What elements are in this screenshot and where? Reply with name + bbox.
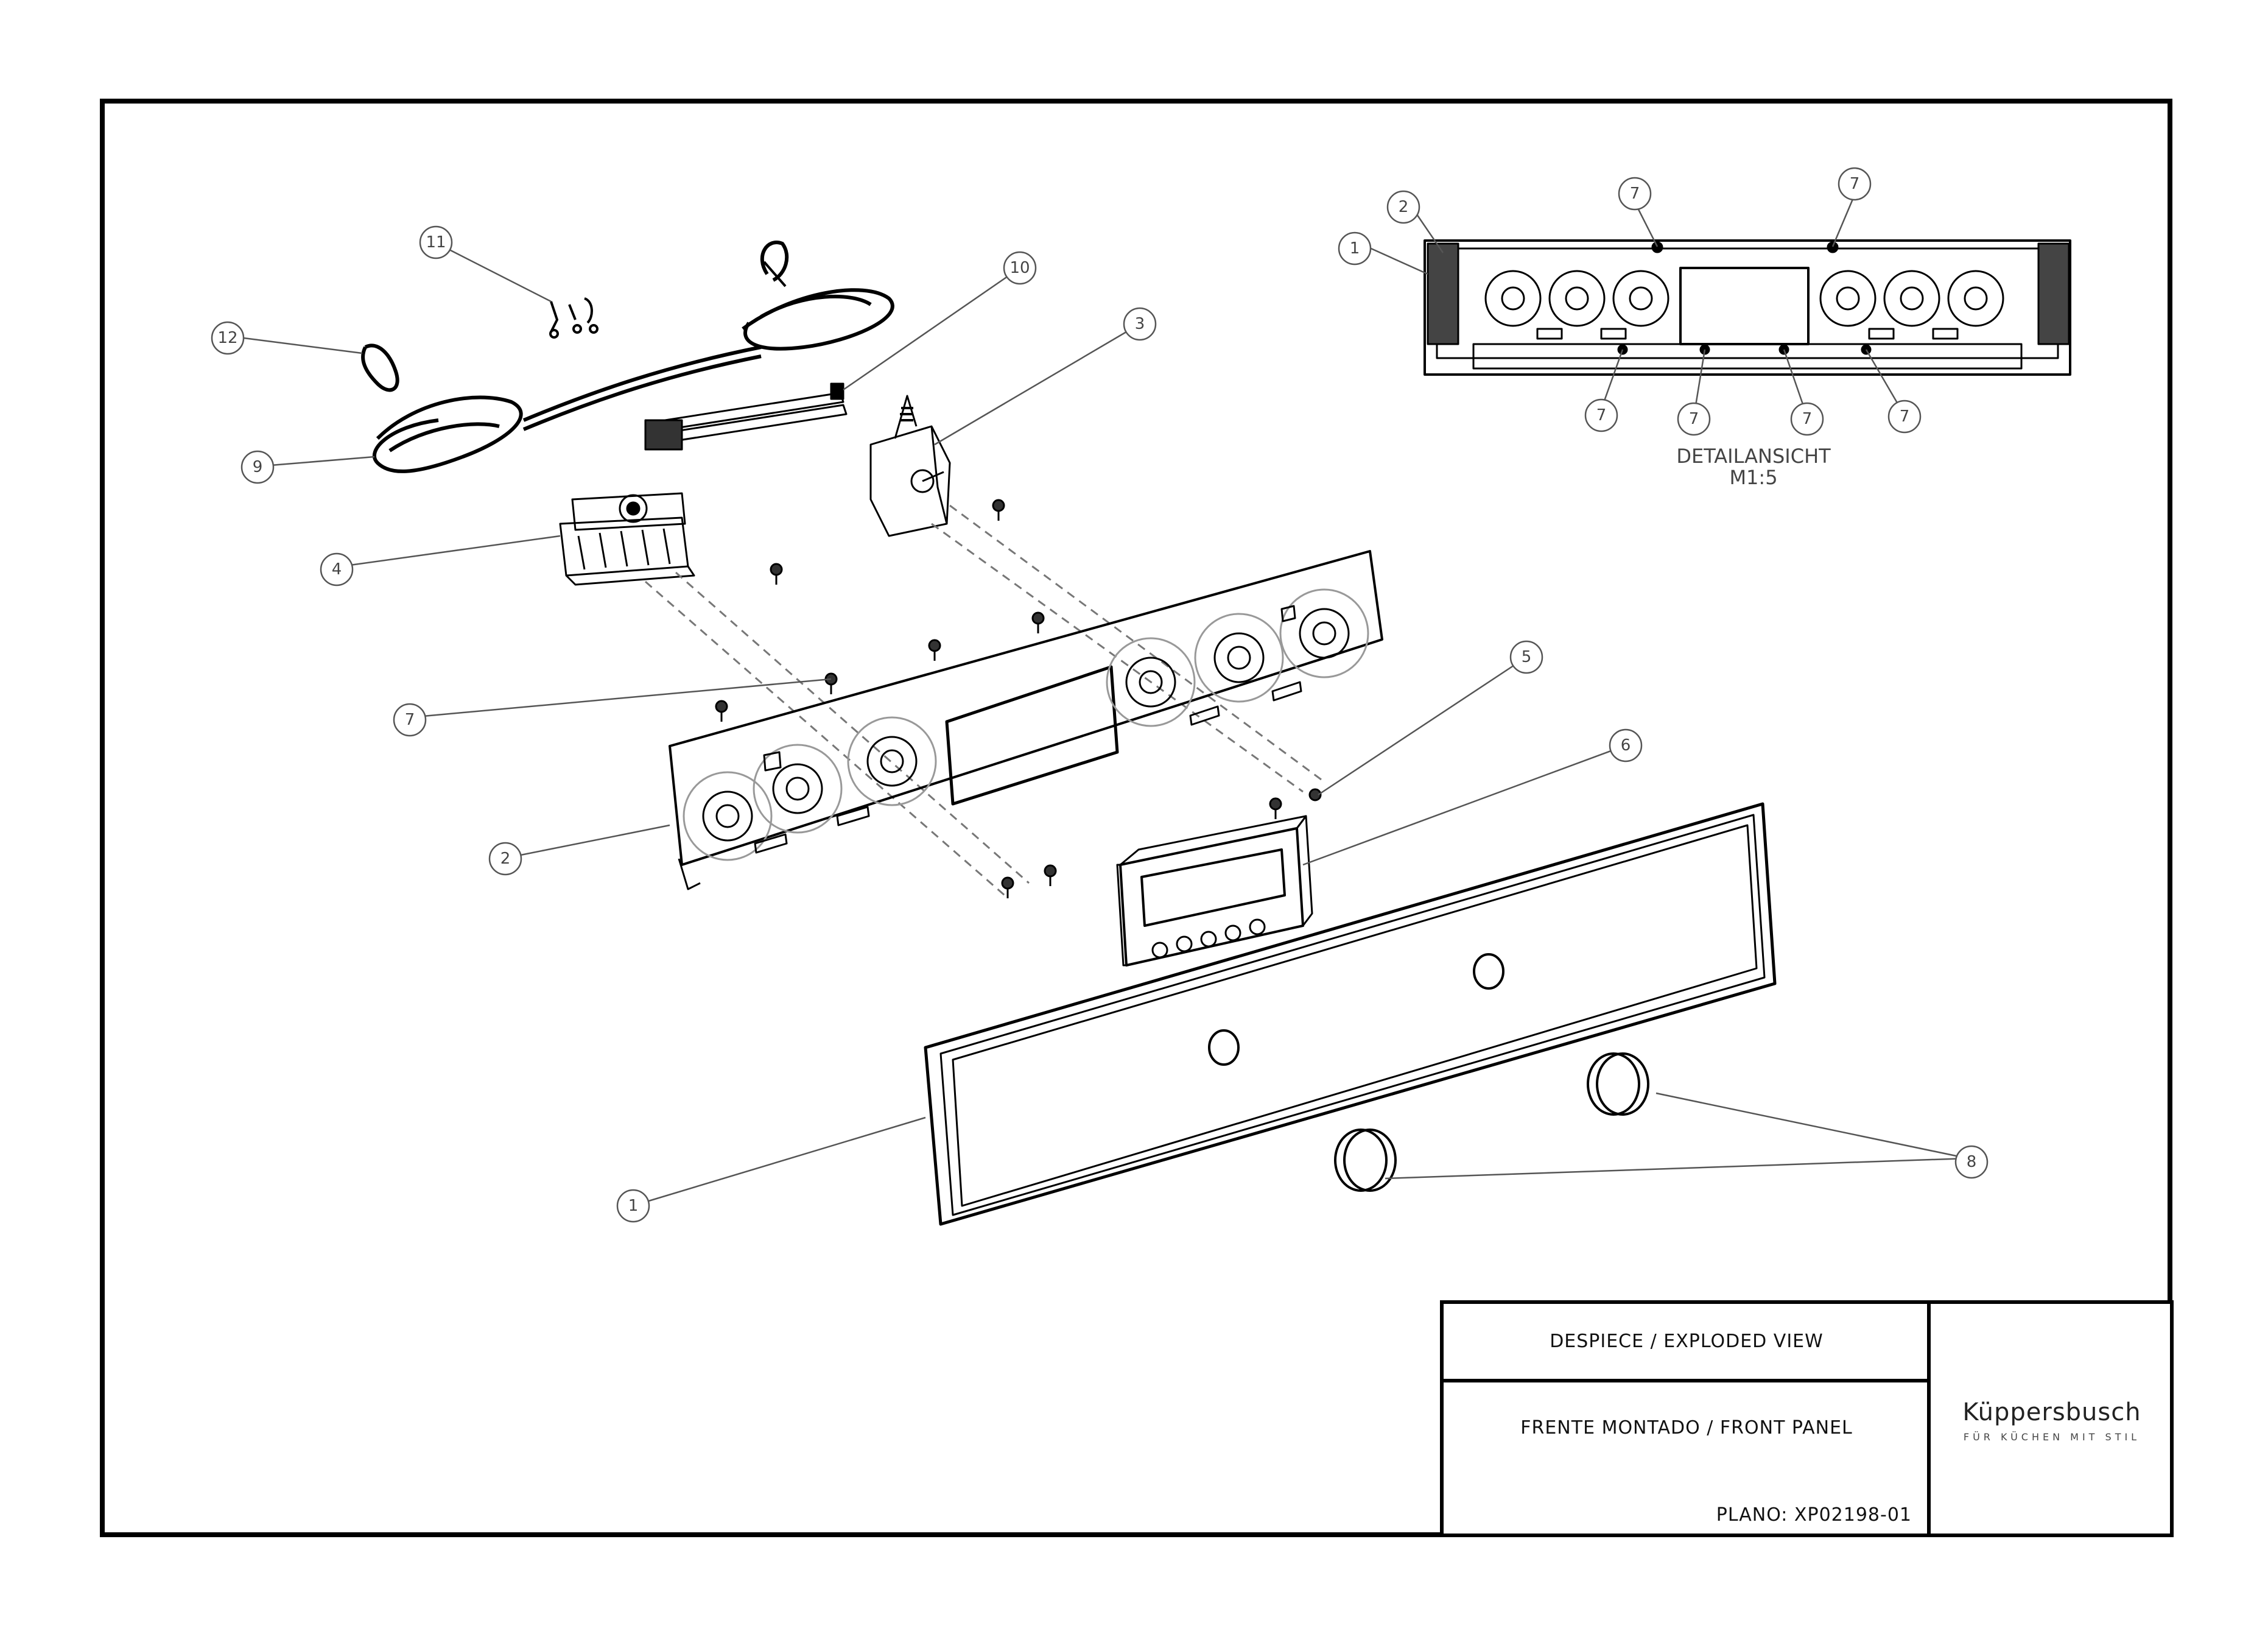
electronic-timer <box>1116 815 1313 967</box>
leader-lines <box>243 194 1968 1205</box>
drawing-number: PLANO: XP02198-01 <box>1716 1504 1912 1526</box>
brand-name: Küppersbusch <box>1962 1398 2141 1426</box>
detail-callout-7-b: 7 <box>1850 175 1860 193</box>
title-block-divider <box>1927 1300 1931 1537</box>
connector-clips <box>549 297 599 339</box>
callout-3-regulator: 3 <box>1135 315 1145 333</box>
detail-view-label: DETAILANSICHT <box>1676 445 1831 468</box>
callout-11-clips: 11 <box>426 233 446 252</box>
detail-callout-7-e: 7 <box>1802 410 1813 428</box>
control-knobs <box>1334 1052 1649 1192</box>
front-panel <box>924 802 1777 1226</box>
assembly-guide-lines <box>645 504 1322 896</box>
callout-12-connector: 12 <box>217 329 237 347</box>
detail-knob-holes <box>1484 270 2004 327</box>
detail-callout-2: 2 <box>1399 198 1409 216</box>
support-plate <box>669 550 1383 890</box>
detail-callout-1: 1 <box>1350 239 1360 258</box>
brand-tagline: FÜR KÜCHEN MIT STIL <box>1963 1431 2141 1443</box>
detail-callout-7-f: 7 <box>1900 407 1910 426</box>
drawing-title: DESPIECE / EXPLODED VIEW <box>1443 1303 1930 1382</box>
brand-logo: Küppersbusch FÜR KÜCHEN MIT STIL <box>1933 1303 2171 1537</box>
callout-6-timer: 6 <box>1621 736 1631 755</box>
drawing-subtitle: FRENTE MONTADO / FRONT PANEL <box>1520 1417 1853 1439</box>
detail-view-scale: M1:5 <box>1729 466 1777 489</box>
wiring-harness <box>361 241 894 473</box>
callout-bubbles <box>211 167 1989 1223</box>
detail-callout-7-a: 7 <box>1630 185 1640 203</box>
plate-knob-holes <box>683 588 1369 861</box>
callout-10-fuse: 10 <box>1009 259 1030 277</box>
callout-8-knobs: 8 <box>1967 1153 1977 1171</box>
screws <box>715 499 1322 898</box>
callout-4-switch: 4 <box>332 560 342 579</box>
thermal-fuse <box>644 382 848 451</box>
detail-callout-7-c: 7 <box>1596 406 1607 424</box>
callout-5-screw: 5 <box>1522 648 1532 666</box>
drawing-frame <box>100 99 2172 1537</box>
callout-2-support-plate: 2 <box>500 850 511 868</box>
detail-callout-7-d: 7 <box>1689 410 1699 428</box>
title-block <box>1440 1300 2174 1537</box>
callout-1-front-panel: 1 <box>628 1197 639 1215</box>
energy-regulator <box>869 395 951 537</box>
callout-9-harness: 9 <box>253 458 263 476</box>
detail-view-panel <box>1424 239 2071 376</box>
timer-buttons <box>1151 918 1266 959</box>
selector-switch <box>559 492 695 586</box>
callout-7-screw: 7 <box>405 711 415 729</box>
